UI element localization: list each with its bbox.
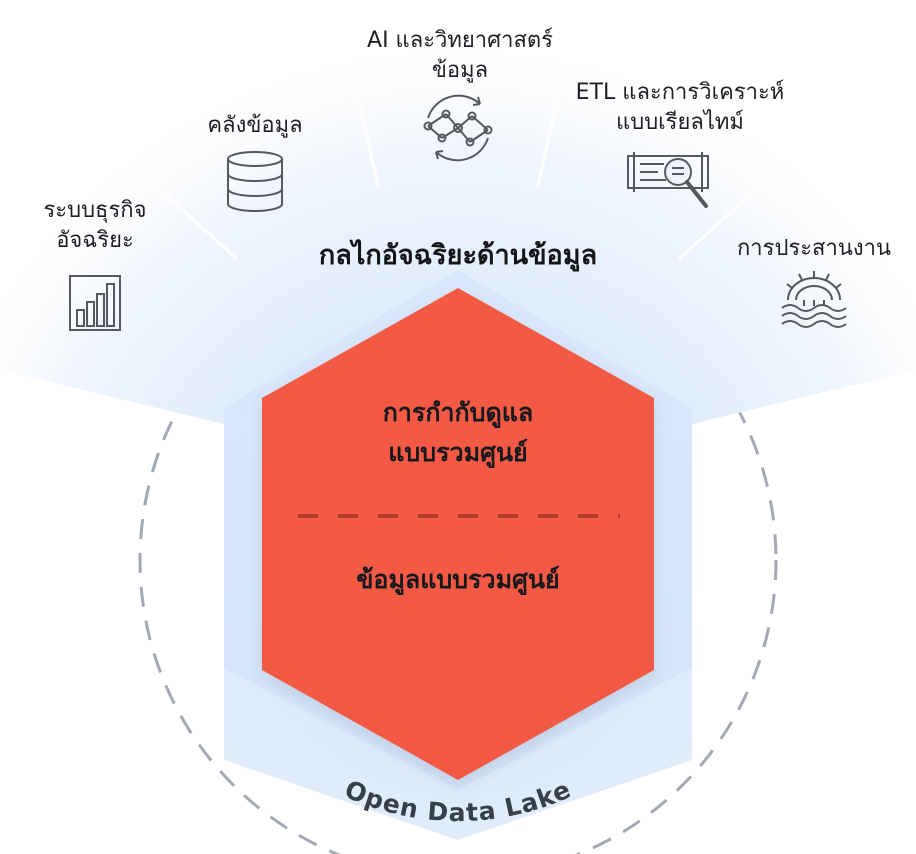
core-hexagon: [262, 288, 654, 780]
capability-ai-data-science: AI และวิทยาศาสตร์ ข้อมูล: [330, 26, 590, 86]
capability-label-line1: AI และวิทยาศาสตร์: [367, 28, 553, 53]
network-graph-icon: [423, 94, 493, 162]
gear-waves-icon: [781, 271, 847, 328]
capability-data-warehouse: คลังข้อมูล: [170, 111, 340, 141]
governance-line2: แบบรวมศูนย์: [388, 438, 528, 467]
capability-label-line2: อัจฉริยะ: [56, 228, 134, 253]
capability-label-line2: แบบเรียลไทม์: [616, 110, 744, 135]
governance-label: การกำกับดูแล แบบรวมศูนย์: [300, 393, 616, 473]
bar-chart-icon: [69, 275, 121, 331]
centralized-data-label: ข้อมูลแบบรวมศูนย์: [356, 565, 560, 594]
capability-etl-realtime: ETL และการวิเคราะห์ แบบเรียลไทม์: [540, 78, 820, 138]
hub-title: กลไกอัจฉริยะด้านข้อมูล: [318, 240, 598, 271]
capability-label-line2: ข้อมูล: [431, 58, 489, 83]
capability-label-line1: ETL และการวิเคราะห์: [575, 80, 785, 105]
governance-line1: การกำกับดูแล: [382, 398, 534, 427]
capability-label-line1: คลังข้อมูล: [207, 113, 303, 138]
capability-orchestration: การประสานงาน: [716, 234, 912, 264]
database-icon: [227, 151, 283, 212]
capability-label-line1: ระบบธุรกิจ: [43, 198, 147, 223]
capability-label-line1: การประสานงาน: [736, 236, 892, 261]
capability-business-intelligence: ระบบธุรกิจ อัจฉริยะ: [10, 196, 180, 256]
fan-dividers: [114, 58, 802, 260]
magnifier-icon: [627, 152, 709, 208]
